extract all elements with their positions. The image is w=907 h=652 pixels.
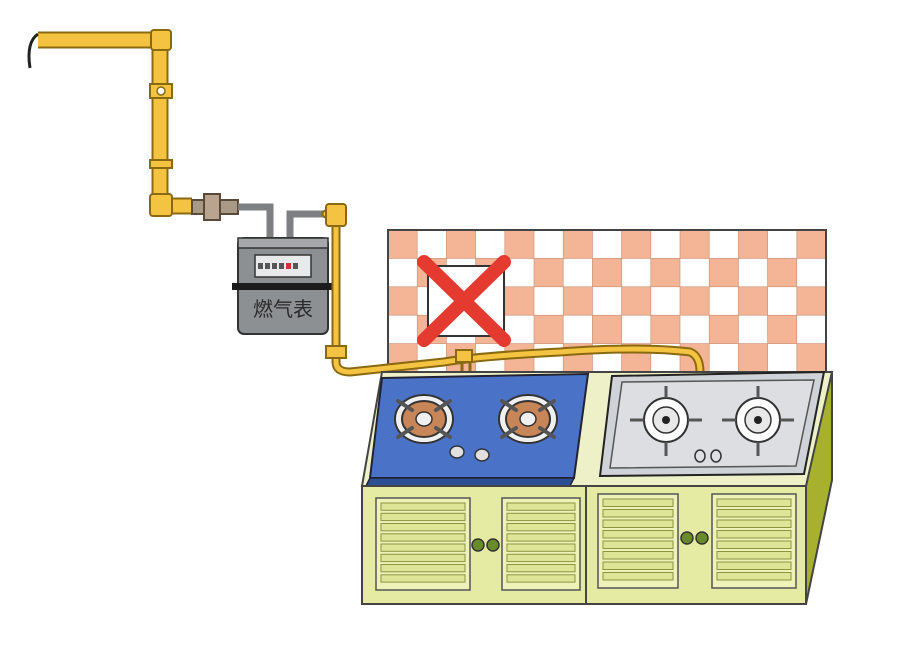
right-gas-stove [598, 370, 826, 478]
wall-tile [679, 286, 710, 316]
cabinet-louver [506, 512, 576, 522]
cabinet-louver [716, 498, 792, 507]
wall-tile [504, 286, 535, 316]
wall-tile [446, 229, 476, 259]
wall-tile [621, 229, 652, 259]
wall-tile [387, 229, 418, 259]
wall-tile [592, 258, 622, 288]
meter-dial-digits [258, 263, 298, 269]
gas-meter: 燃气表 [232, 237, 334, 335]
left-burner-2-icon [498, 394, 558, 444]
cabinet-louver [380, 523, 466, 532]
wall-tile [708, 258, 739, 288]
cabinet-louver [602, 509, 674, 518]
wall-tile [796, 229, 827, 259]
right-burner-2-icon [722, 386, 794, 456]
cabinet-louver [506, 553, 576, 563]
cabinet-handle-icon [471, 538, 485, 552]
cabinet-louver [380, 574, 466, 583]
wall-tile [592, 314, 622, 344]
cabinet-louver [602, 540, 674, 549]
cabinet-louver [506, 564, 576, 573]
wall-tile [533, 314, 564, 344]
cabinet-louver [716, 561, 792, 570]
cabinet-louver [380, 553, 466, 563]
kitchen-cabinets [361, 485, 807, 605]
cabinet-louver [602, 572, 674, 581]
cabinet-louver [380, 533, 466, 542]
left-knob-2-icon [474, 448, 490, 462]
cabinet-louver [716, 572, 792, 581]
right-knob-1-icon [694, 449, 706, 463]
wall-tile [621, 286, 652, 316]
warning-cross-icon [417, 255, 511, 347]
meter-to-stove-pipe [321, 203, 705, 377]
wall-tile [738, 343, 768, 373]
wall-tile [562, 286, 593, 316]
wall-tile [504, 229, 535, 259]
wall-tile [767, 314, 798, 344]
cabinet-louver [380, 502, 466, 511]
cabinet-louver [506, 543, 576, 552]
wall-tile [650, 314, 681, 344]
right-burner-icon [630, 386, 702, 456]
cabinet-louver [380, 543, 466, 552]
cabinet-louver [506, 533, 576, 542]
cabinet-louver [716, 509, 792, 518]
cabinet-louver [506, 523, 576, 532]
gas-supply-pipe [27, 29, 326, 238]
cabinet-louver [716, 540, 792, 549]
left-knob-1-icon [449, 445, 465, 459]
left-burner-icon [394, 394, 454, 444]
wall-tile [796, 343, 827, 373]
cabinet-louver [506, 574, 576, 583]
wall-tile [708, 314, 739, 344]
cabinet-louver [716, 530, 792, 539]
cabinet-louver [380, 512, 466, 522]
cabinet-louver [602, 561, 674, 570]
left-gas-stove [364, 372, 590, 487]
cabinet-louver [602, 519, 674, 528]
wall-tile [533, 258, 564, 288]
cabinet-louver [506, 502, 576, 511]
wall-tile [796, 286, 827, 316]
cabinet-louver [602, 530, 674, 539]
wall-tile [562, 229, 593, 259]
cabinet-louver [380, 564, 466, 573]
wall-tile [679, 229, 710, 259]
cabinet-handle-icon [680, 531, 694, 545]
right-knob-2-icon [710, 449, 722, 463]
wall-tile [738, 286, 768, 316]
wall-tile [387, 286, 418, 316]
gas-meter-label: 燃气表 [253, 297, 313, 321]
cabinet-louver [716, 519, 792, 528]
wall-tile [738, 229, 768, 259]
wall-tile [650, 258, 681, 288]
cabinet-louver [716, 551, 792, 560]
wall-tile [767, 258, 798, 288]
cabinet-louver [602, 551, 674, 560]
cabinet-handle-icon [695, 531, 709, 545]
cabinet-handle-icon [486, 538, 500, 552]
cabinet-louver [602, 498, 674, 507]
